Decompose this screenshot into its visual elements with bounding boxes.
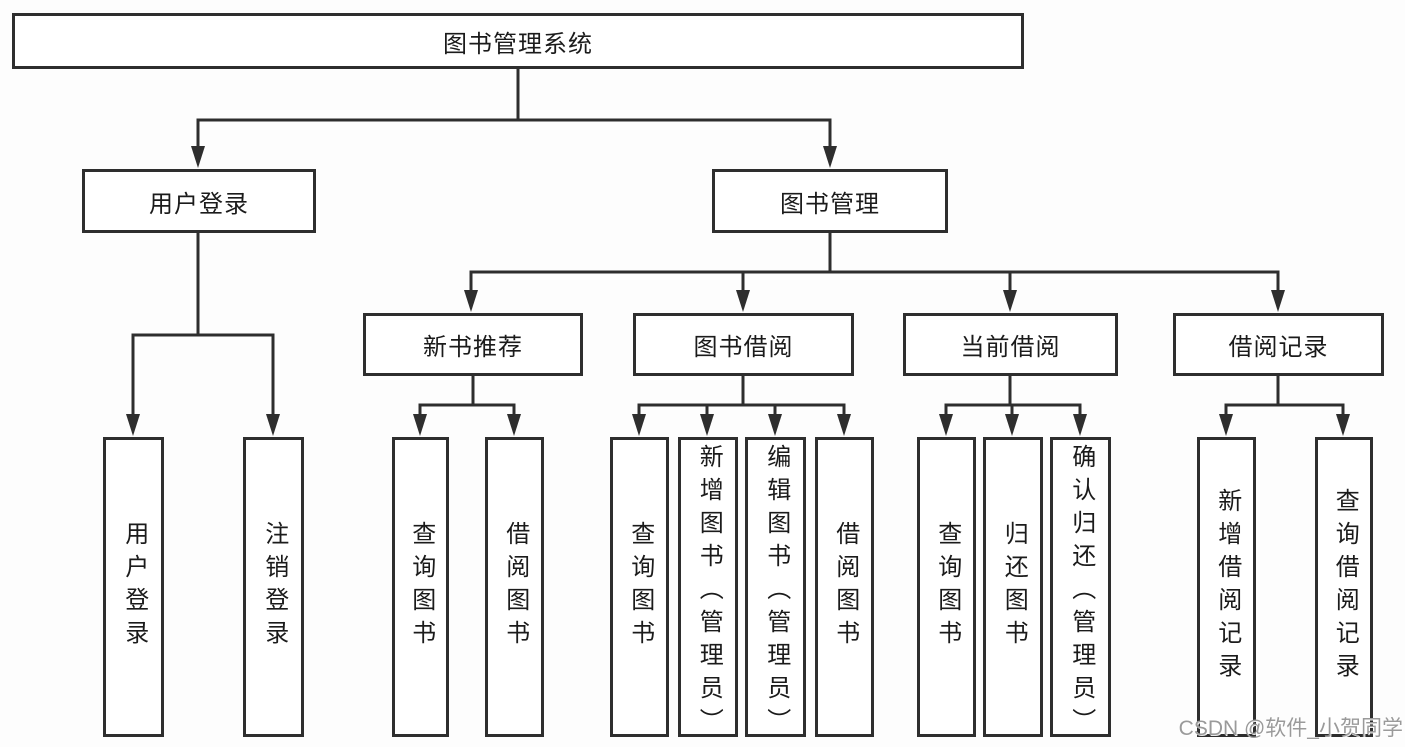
node-new-book-recommendation: 新书推荐 [363,313,583,376]
node-label: 图书管理 [780,190,880,218]
node-leaf-query-borrow-record: 查询借阅记录 [1315,437,1373,737]
node-label: 借阅记录 [1228,334,1329,361]
node-user-login: 用户登录 [82,169,316,233]
node-label: 借阅图书 [501,521,529,653]
node-label: 查询借阅记录 [1331,488,1359,686]
node-label: 查询图书 [407,521,435,653]
node-leaf-confirm-return-admin: 确认归还（管理员） [1050,437,1111,741]
node-label: 注销登录 [260,521,288,653]
node-label: 用户登录 [149,190,249,218]
node-label: 新书推荐 [423,334,523,361]
node-label: 新增借阅记录 [1213,488,1241,686]
node-leaf-query-books-current: 查询图书 [917,437,976,737]
node-book-borrowing: 图书借阅 [633,313,854,376]
node-label: 确认归还（管理员） [1067,444,1095,741]
node-label: 图书借阅 [693,334,794,361]
node-leaf-logout: 注销登录 [243,437,304,737]
node-leaf-user-login: 用户登录 [103,437,164,737]
node-book-management: 图书管理 [712,169,948,233]
node-leaf-return-books: 归还图书 [983,437,1043,737]
node-leaf-borrow-books: 借阅图书 [815,437,874,737]
node-label: 图书管理系统 [443,30,593,58]
node-leaf-query-books-borrow: 查询图书 [610,437,669,737]
node-current-borrowing: 当前借阅 [903,313,1118,376]
node-leaf-query-books-recommend: 查询图书 [392,437,449,737]
node-label: 归还图书 [1000,521,1028,653]
node-label: 查询图书 [626,521,654,653]
watermark: CSDN @软件_小贺同学 [1178,717,1403,740]
node-system-root: 图书管理系统 [12,13,1024,69]
node-leaf-add-books-admin: 新增图书（管理员） [678,437,738,741]
node-leaf-add-borrow-record: 新增借阅记录 [1197,437,1256,737]
node-label: 查询图书 [933,521,961,653]
node-borrowing-records: 借阅记录 [1173,313,1384,376]
node-label: 借阅图书 [831,521,859,653]
node-label: 编辑图书（管理员） [762,444,790,741]
node-label: 用户登录 [120,521,148,653]
node-label: 当前借阅 [960,334,1061,361]
node-label: 新增图书（管理员） [695,444,723,741]
node-leaf-edit-books-admin: 编辑图书（管理员） [745,437,806,741]
node-leaf-borrow-books-recommend: 借阅图书 [485,437,544,737]
